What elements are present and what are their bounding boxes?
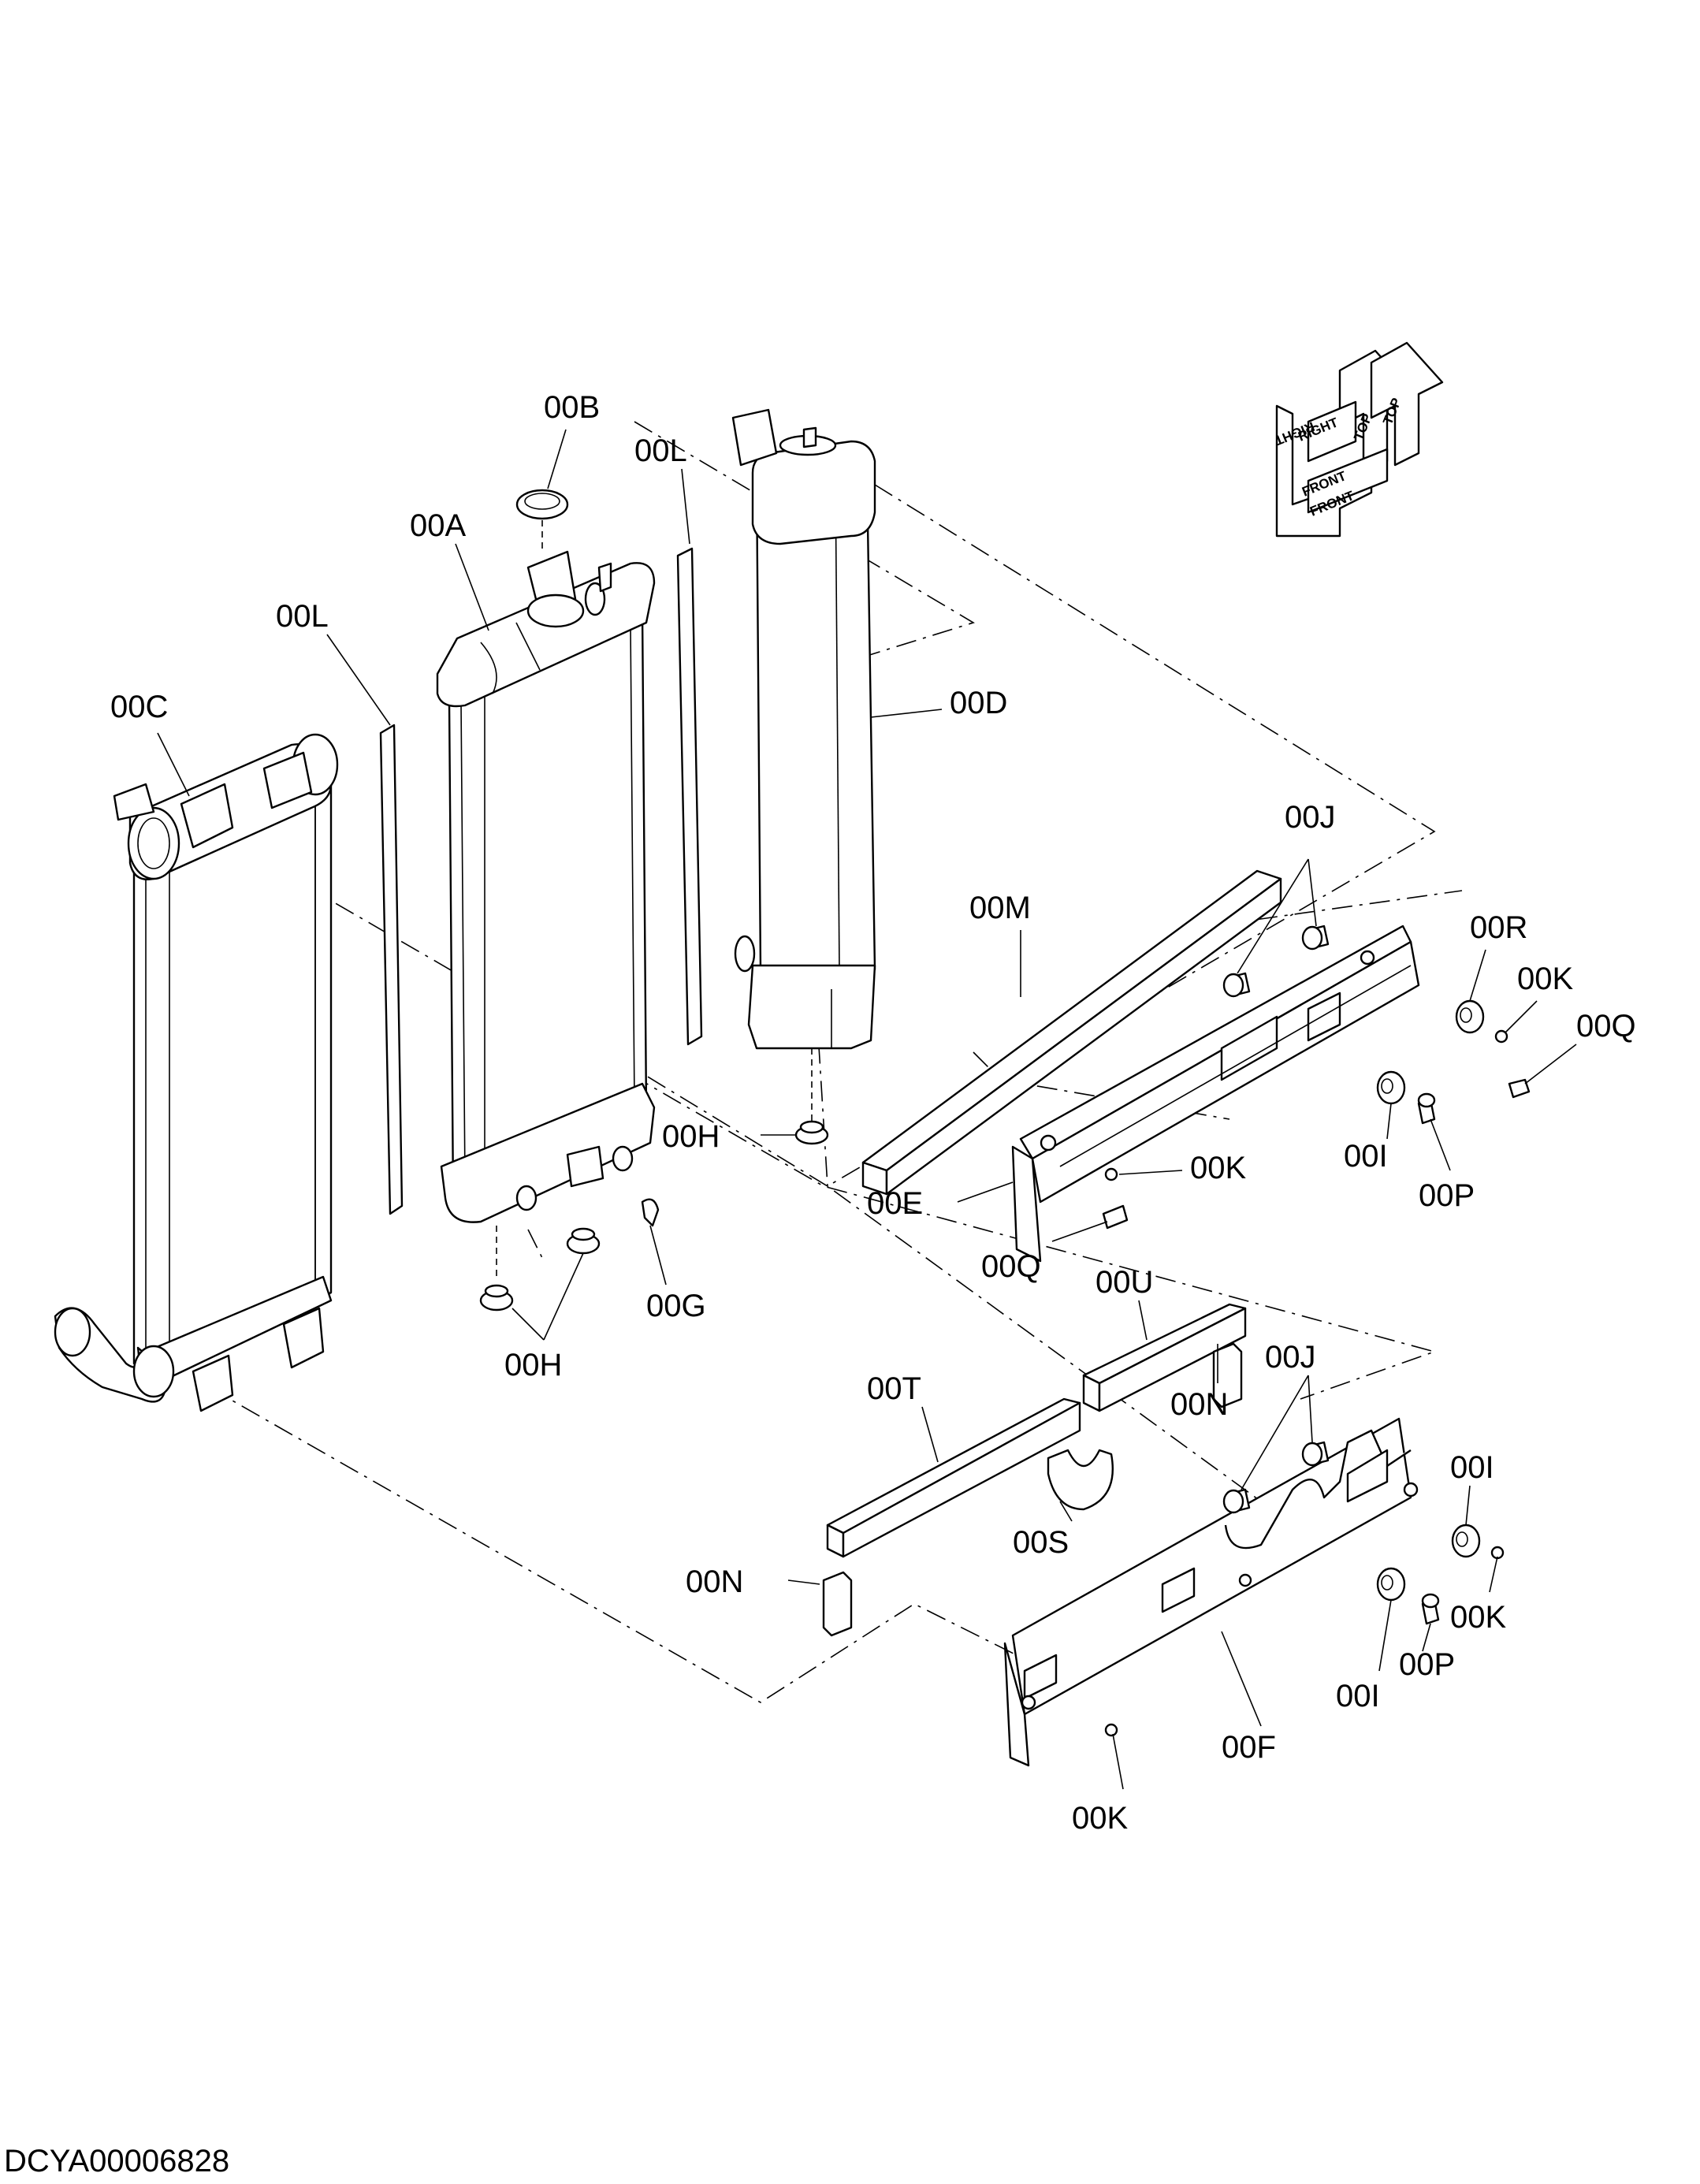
callout-00b: 00B — [544, 390, 600, 425]
bracket-00f — [1003, 1417, 1419, 1767]
bolt-00p-lower — [1421, 1593, 1440, 1625]
grommet-00h-lower-right — [566, 1227, 601, 1255]
callout-00c: 00C — [110, 690, 168, 724]
callout-00r: 00R — [1470, 910, 1527, 945]
bushing-00j-4 — [1301, 1441, 1330, 1467]
callout-00g: 00G — [646, 1289, 706, 1323]
callout-00s: 00S — [1013, 1525, 1069, 1560]
callout-00h-lower: 00H — [504, 1348, 562, 1382]
nut-00k-lower-right — [1490, 1546, 1505, 1560]
callout-00j-lower: 00J — [1265, 1340, 1316, 1375]
orientation-symbol: RIGHT RIGHT FRONT FRONT TOP TOP — [1272, 341, 1444, 538]
nut-00k-lower-left — [1104, 1723, 1118, 1737]
pad-00n-left — [822, 1571, 853, 1637]
grommet-00h-lower-left — [479, 1284, 514, 1312]
mount-00i-lower-right — [1451, 1524, 1481, 1558]
radiator-00c — [54, 733, 339, 1412]
callout-00m: 00M — [969, 891, 1031, 925]
callout-00n-left: 00N — [686, 1565, 743, 1599]
callout-00u: 00U — [1096, 1265, 1153, 1300]
callout-00e: 00E — [867, 1186, 923, 1221]
callout-00n-right: 00N — [1170, 1387, 1228, 1422]
bushing-00j-1 — [1222, 972, 1251, 998]
seal-strip-00l-right — [676, 547, 703, 1046]
bracket-00e — [1011, 925, 1420, 1263]
bushing-00j-2 — [1301, 925, 1330, 951]
callout-00p-upper: 00P — [1419, 1178, 1475, 1213]
callout-00i-upper: 00I — [1344, 1139, 1388, 1174]
mount-00i-upper — [1376, 1070, 1406, 1105]
cooler-00a — [436, 550, 656, 1223]
seal-strip-00l-left — [379, 724, 404, 1215]
intercooler-00d — [731, 408, 876, 1123]
bushing-00j-3 — [1222, 1488, 1251, 1514]
mount-00r — [1455, 999, 1485, 1034]
seal-block-00t — [826, 1397, 1081, 1558]
callout-00k-center: 00K — [1190, 1151, 1246, 1185]
leader-lines — [157, 429, 1577, 1790]
callout-00l-left: 00L — [276, 599, 329, 634]
callout-00k-upper-right: 00K — [1517, 962, 1573, 996]
callout-00l-top: 00L — [634, 433, 687, 468]
callout-00q-center: 00Q — [981, 1249, 1041, 1284]
callout-00a: 00A — [410, 508, 466, 543]
callout-00t: 00T — [867, 1371, 921, 1406]
clip-00g — [641, 1198, 660, 1227]
seal-block-00u — [1082, 1303, 1247, 1412]
grommet-00h-upper — [794, 1120, 829, 1145]
callout-labels: 00B 00L 00A 00L 00C 00D 00J 00M 00R 00K … — [110, 390, 1636, 1836]
callout-00i-lower-right: 00I — [1450, 1450, 1494, 1485]
callout-00q-right: 00Q — [1576, 1009, 1636, 1044]
callout-00i-lower-left: 00I — [1336, 1679, 1380, 1713]
clip-00q-right — [1508, 1078, 1531, 1099]
nut-00k-upper-center — [1104, 1167, 1118, 1181]
nut-00k-upper-right — [1494, 1029, 1508, 1044]
filler-cap-00b — [515, 489, 569, 552]
callout-00d: 00D — [950, 686, 1007, 720]
callout-00k-lower-left: 00K — [1072, 1801, 1128, 1836]
callout-00j-upper: 00J — [1285, 800, 1336, 835]
callout-00f: 00F — [1222, 1730, 1276, 1765]
u-seal-00s — [1047, 1449, 1114, 1511]
clip-00q-center — [1102, 1204, 1129, 1230]
drawing-code: DCYA00006828 — [4, 2144, 229, 2178]
mount-00i-lower-left — [1376, 1567, 1406, 1602]
callout-00p-lower: 00P — [1399, 1647, 1455, 1682]
bolt-00p-upper — [1417, 1092, 1436, 1125]
pad-00n-right — [1212, 1342, 1243, 1408]
callout-00k-lower-right: 00K — [1450, 1600, 1506, 1635]
callout-00h-upper: 00H — [662, 1119, 720, 1154]
